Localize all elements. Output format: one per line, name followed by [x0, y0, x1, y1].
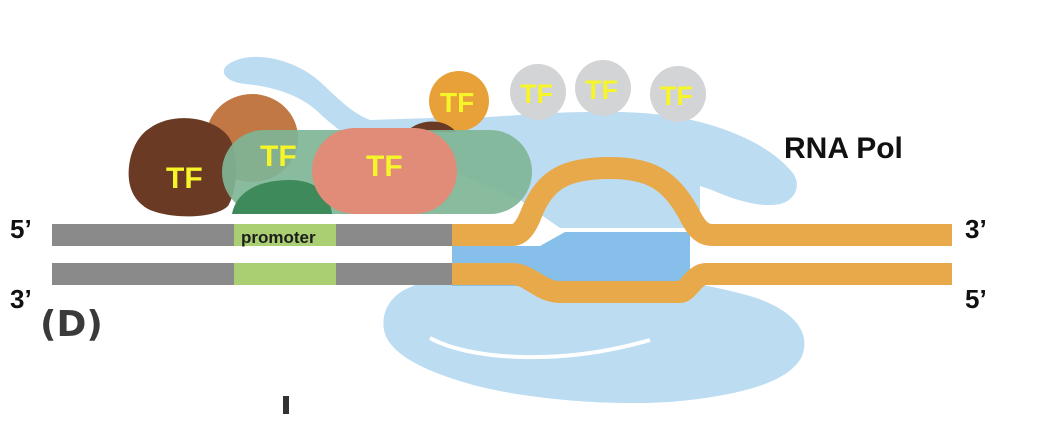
panel-label: (D): [40, 304, 103, 345]
tf-label-salmon: TF: [366, 150, 403, 183]
rna-pol-lower-body: [383, 268, 805, 404]
dna-top-strand-downstream: [452, 156, 952, 246]
tf-salmon: [312, 128, 457, 214]
tf-gray-3: [650, 66, 706, 122]
tf-gray-2: [575, 60, 631, 116]
tf-label-gray-1: TF: [520, 79, 553, 109]
tf-label-dark-brown: TF: [166, 162, 203, 195]
promoter-bottom: [234, 263, 336, 285]
rna-pol-label: RNA Pol: [784, 132, 903, 165]
tf-label-gray-2: TF: [585, 75, 618, 105]
tf-gray-1: [510, 64, 566, 120]
bottom-left-end-label: 3’: [10, 284, 32, 314]
tf-label-orange: TF: [440, 87, 474, 118]
tf-orange: [429, 71, 489, 131]
promoter-top: [234, 224, 336, 246]
tf-dark-brown: [128, 118, 237, 217]
promoter-label: promoter: [241, 228, 316, 247]
bottom-right-end-label: 5’: [965, 284, 987, 314]
tf-label-green: TF: [260, 140, 297, 173]
rna-pol-crease: [429, 336, 651, 360]
bottom-tick-mark: [283, 396, 289, 414]
top-right-end-label: 3’: [965, 214, 987, 244]
dna-bottom-strand-downstream: [452, 263, 952, 303]
top-left-end-label: 5’: [10, 214, 32, 244]
tf-label-gray-3: TF: [660, 81, 693, 111]
tf-green-lobe: [232, 180, 332, 214]
